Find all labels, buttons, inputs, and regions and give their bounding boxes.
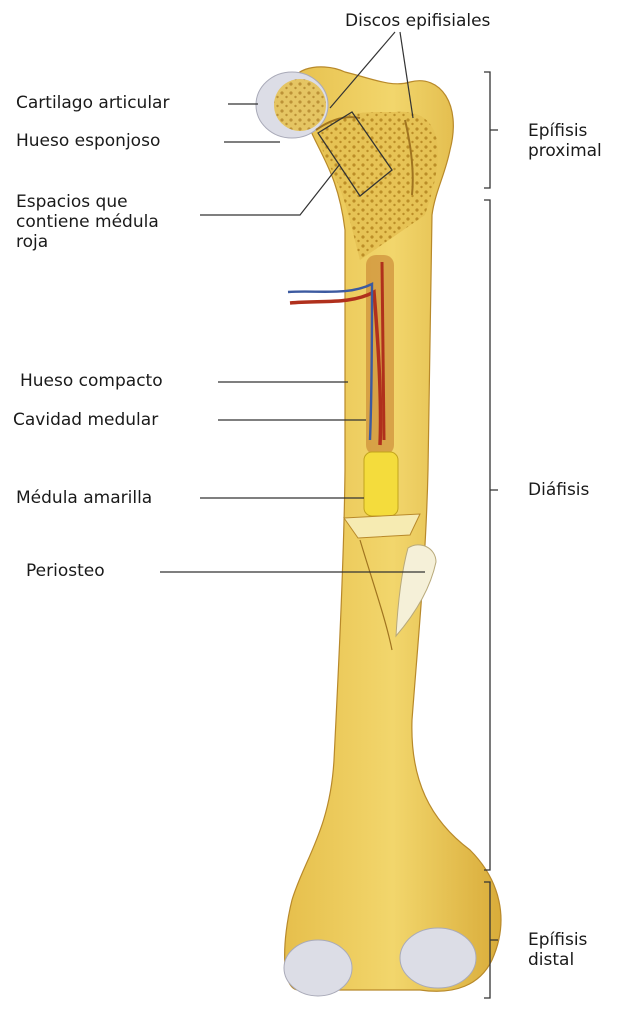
label-epifisis-proximal-line-1: Epífisis	[528, 121, 602, 141]
label-epifisis-distal-line-1: Epífisis	[528, 930, 587, 950]
label-espacios-medula-roja: Espacios que contiene médula roja	[16, 192, 159, 252]
label-espacios-line-2: contiene médula	[16, 212, 159, 232]
bracket-proximal	[484, 72, 498, 188]
label-epifisis-distal-line-2: distal	[528, 950, 587, 970]
label-cartilago-articular: Cartilago articular	[16, 93, 169, 113]
bracket-diafisis	[484, 200, 498, 870]
cut-section	[344, 514, 420, 538]
label-cavidad-medular: Cavidad medular	[13, 410, 158, 430]
label-hueso-compacto: Hueso compacto	[20, 371, 163, 391]
label-periosteo: Periosteo	[26, 561, 105, 581]
label-epifisis-proximal-line-2: proximal	[528, 141, 602, 161]
yellow-marrow	[364, 452, 398, 516]
label-epifisis-proximal: Epífisis proximal	[528, 121, 602, 161]
label-hueso-esponjoso: Hueso esponjoso	[16, 131, 160, 151]
label-espacios-line-1: Espacios que	[16, 192, 159, 212]
label-espacios-line-3: roja	[16, 232, 159, 252]
distal-condyle-right	[400, 928, 476, 988]
distal-condyle-left	[284, 940, 352, 996]
label-epifisis-distal: Epífisis distal	[528, 930, 587, 970]
label-medula-amarilla: Médula amarilla	[16, 488, 152, 508]
label-diafisis: Diáfisis	[528, 480, 589, 500]
label-discos-epifisiales: Discos epifisiales	[345, 11, 490, 31]
